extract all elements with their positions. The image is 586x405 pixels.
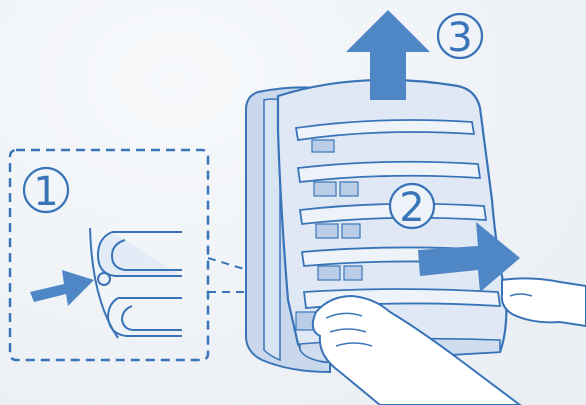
step2-number: 2 [399, 185, 424, 231]
inner-clip-3 [340, 182, 358, 196]
step3-number: 3 [447, 15, 472, 61]
inner-clip-4 [316, 224, 338, 238]
release-hole [98, 273, 110, 285]
push-arrow-icon [30, 270, 94, 306]
inset-slot-lower-inner [122, 306, 182, 330]
inset-detail: 1 [10, 150, 208, 360]
inner-clip-7 [344, 266, 362, 280]
inner-clip-2 [314, 182, 336, 196]
inner-clip-1 [312, 140, 334, 152]
right-hand [502, 278, 586, 326]
inner-clip-6 [318, 266, 340, 280]
step1-number: 1 [33, 169, 58, 215]
inner-clip-5 [342, 224, 360, 238]
